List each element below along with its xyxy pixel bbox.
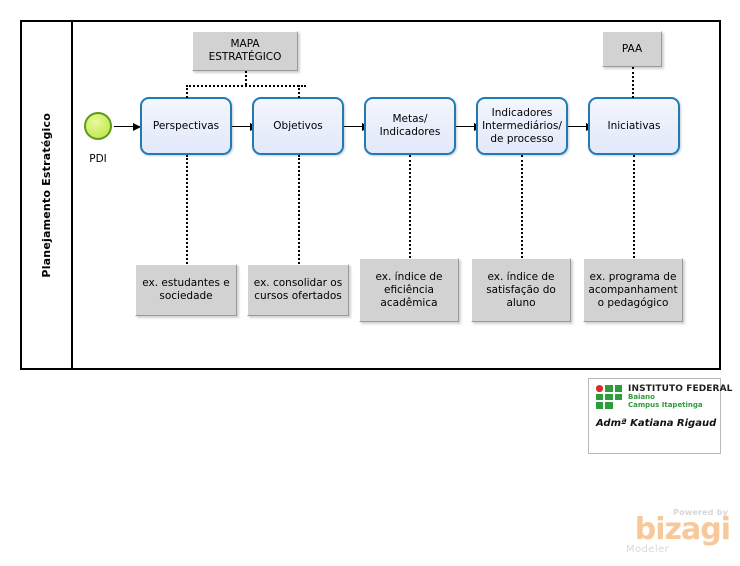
- institution-logo: INSTITUTO FEDERAL Baiano Campus Itapetin…: [596, 384, 732, 409]
- instituto-federal-logo-icon: [596, 385, 622, 409]
- annotation-ex-satisfacao[interactable]: ex. índice de satisfação do aluno: [471, 258, 571, 322]
- institution-text: INSTITUTO FEDERAL Baiano Campus Itapetin…: [628, 384, 733, 409]
- task-metas-indicadores[interactable]: Metas/ Indicadores: [364, 97, 456, 155]
- flow-start-to-perspectivas: [114, 122, 141, 131]
- bizagi-product: Modeler: [626, 544, 670, 555]
- assoc-mapa-to-objetivos: [298, 85, 300, 98]
- task-indicadores-intermediarios[interactable]: Indicadores Intermediários/ de processo: [476, 97, 568, 155]
- signature-box: INSTITUTO FEDERAL Baiano Campus Itapetin…: [588, 378, 732, 454]
- assoc-mapa-to-perspectivas: [186, 85, 188, 98]
- assoc-perspectivas-to-example: [186, 155, 188, 264]
- annotation-mapa-estrategico[interactable]: MAPA ESTRATÉGICO: [192, 31, 298, 71]
- institution-title: INSTITUTO FEDERAL: [628, 384, 733, 394]
- bizagi-brand: bizagi: [634, 512, 731, 547]
- annotation-ex-estudantes[interactable]: ex. estudantes e sociedade: [135, 264, 237, 316]
- task-perspectivas[interactable]: Perspectivas: [140, 97, 232, 155]
- institution-subtitle: Baiano: [628, 393, 655, 402]
- lane-title: Planejamento Estratégico: [40, 112, 53, 278]
- assoc-mapa-stub: [245, 71, 247, 85]
- author-name: Admª Katiana Rigaud: [596, 418, 717, 430]
- start-event-pdi[interactable]: [84, 112, 112, 140]
- institution-campus: Campus Itapetinga: [628, 400, 703, 409]
- assoc-metas-to-example: [409, 155, 411, 258]
- powered-by-label: Powered by: [673, 508, 728, 517]
- task-iniciativas[interactable]: Iniciativas: [588, 97, 680, 155]
- annotation-paa[interactable]: PAA: [602, 31, 662, 67]
- annotation-ex-programa[interactable]: ex. programa de acompanhament o pedagógi…: [583, 258, 683, 322]
- start-event-label: PDI: [89, 153, 107, 165]
- annotation-ex-eficiencia[interactable]: ex. índice de eficiência acadêmica: [359, 258, 459, 322]
- task-objetivos[interactable]: Objetivos: [252, 97, 344, 155]
- assoc-iniciativas-to-example: [633, 155, 635, 258]
- assoc-objetivos-to-example: [298, 155, 300, 264]
- assoc-paa-to-iniciativas: [632, 67, 634, 98]
- annotation-ex-consolidar[interactable]: ex. consolidar os cursos ofertados: [247, 264, 349, 316]
- bizagi-watermark: Powered by bizagi Modeler: [620, 508, 731, 555]
- assoc-indicadores-to-example: [521, 155, 523, 258]
- assoc-mapa-branch: [186, 85, 306, 87]
- lane-header: Planejamento Estratégico: [22, 22, 73, 368]
